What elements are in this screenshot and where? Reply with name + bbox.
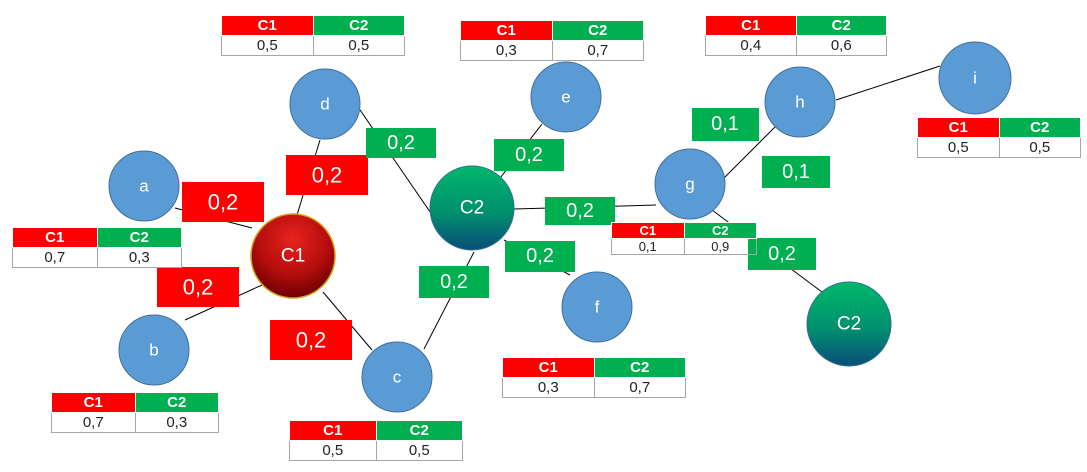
- edge-weight-e-c2: 0,2: [515, 144, 543, 166]
- table-value-c1: 0,5: [221, 35, 314, 56]
- table-value-c1: 0,5: [289, 440, 377, 461]
- edge-weight-box: [545, 197, 615, 225]
- table-header-c1: C1: [611, 222, 685, 239]
- table-value-c1: 0,1: [611, 238, 685, 255]
- node-f-label: f: [595, 298, 600, 317]
- edge-weight-box: [494, 139, 564, 171]
- edge-weight-box: [270, 320, 352, 360]
- table-value-c2: 0,5: [312, 35, 405, 56]
- edge-weight-box: [692, 108, 759, 141]
- node-f: [561, 271, 633, 343]
- node-e-label: e: [561, 88, 570, 107]
- table-header-c2: C2: [551, 20, 644, 41]
- table-value-c1: 0,7: [51, 412, 136, 433]
- edge-weight-labels: 0,2 0,2 0,2 0,2 0,2 0,2 0,2 0,2 0,2 0,1 …: [157, 108, 830, 360]
- edge-d-c2: [357, 106, 438, 223]
- node-h-label: h: [795, 93, 804, 112]
- table-value-c2: 0,9: [683, 238, 757, 255]
- edge-weight-box: [366, 128, 436, 158]
- table-header-c1: C1: [51, 392, 136, 413]
- edge-weight-box: [762, 156, 830, 188]
- table-header-c1: C1: [917, 117, 1000, 138]
- table-header-c2: C2: [998, 117, 1081, 138]
- node-b: [118, 314, 190, 386]
- table-header-c2: C2: [795, 15, 887, 36]
- nodes: a b c d e f g h i C1 C2 C2: [108, 41, 1012, 413]
- table-header-c2: C2: [593, 357, 686, 378]
- edge-weight-g-extra: 0,1: [782, 161, 810, 183]
- table-value-c1: 0,3: [460, 40, 553, 61]
- table-header-c1: C1: [221, 15, 314, 36]
- node-g-label: g: [685, 175, 694, 194]
- edge-weight-box: [182, 182, 264, 222]
- edge-weight-box: [748, 238, 816, 270]
- table-value-c1: 0,7: [12, 247, 98, 268]
- table-value-c2: 0,5: [998, 137, 1081, 158]
- table-header-c2: C2: [375, 420, 463, 441]
- node-c: [361, 341, 433, 413]
- node-c2-right-label: C2: [837, 314, 861, 335]
- edge-weight-box: [157, 267, 239, 307]
- table-value-c1: 0,3: [502, 377, 595, 398]
- node-c1-center: [250, 213, 336, 299]
- edge-g-h: [723, 121, 781, 179]
- table-header-c2: C2: [683, 222, 757, 239]
- table-header-c1: C1: [289, 420, 377, 441]
- table-value-c2: 0,3: [134, 412, 219, 433]
- node-a: [108, 150, 180, 222]
- table-value-c2: 0,7: [551, 40, 644, 61]
- table-header-c1: C1: [705, 15, 797, 36]
- edge-weight-d-c2: 0,2: [387, 132, 415, 154]
- edge-weight-box: [505, 241, 575, 272]
- node-c2-center-label: C2: [460, 198, 484, 219]
- table-header-c2: C2: [312, 15, 405, 36]
- node-c2-right: [806, 281, 892, 367]
- node-a-label: a: [139, 177, 149, 196]
- edge-weight-g-c2right: 0,2: [768, 243, 796, 265]
- table-header-c1: C1: [502, 357, 595, 378]
- table-value-c1: 0,4: [705, 35, 797, 56]
- edge-weight-g-h: 0,1: [711, 113, 739, 135]
- edge-weight-d-c1: 0,2: [312, 163, 343, 188]
- node-b-label: b: [149, 341, 158, 360]
- edge-weight-c-c2: 0,2: [440, 271, 468, 293]
- node-i: [938, 41, 1012, 115]
- table-header-c2: C2: [96, 227, 182, 248]
- edge-weight-box: [419, 266, 489, 298]
- table-header-c1: C1: [460, 20, 553, 41]
- edge-weight-f-c2: 0,2: [526, 245, 554, 267]
- node-c2-center: [429, 165, 515, 251]
- edge-weight-b-c1: 0,2: [183, 275, 214, 300]
- node-d-label: d: [320, 95, 329, 114]
- node-i-label: i: [973, 69, 977, 88]
- node-d: [289, 68, 361, 140]
- node-g: [654, 148, 726, 220]
- node-h: [764, 66, 836, 138]
- edge-h-i: [835, 65, 941, 101]
- edge-weight-box: [286, 155, 368, 195]
- table-value-c2: 0,6: [795, 35, 887, 56]
- node-e: [530, 61, 602, 133]
- edge-weight-c-c1: 0,2: [296, 328, 327, 353]
- table-value-c2: 0,7: [593, 377, 686, 398]
- edge-weight-a-c1: 0,2: [208, 190, 239, 215]
- table-value-c2: 0,5: [375, 440, 463, 461]
- table-value-c1: 0,5: [917, 137, 1000, 158]
- table-header-c1: C1: [12, 227, 98, 248]
- table-value-c2: 0,3: [96, 247, 182, 268]
- node-c-label: c: [393, 368, 402, 387]
- edge-weight-g-c2: 0,2: [566, 200, 594, 222]
- table-header-c2: C2: [134, 392, 219, 413]
- node-c1-center-label: C1: [281, 246, 305, 267]
